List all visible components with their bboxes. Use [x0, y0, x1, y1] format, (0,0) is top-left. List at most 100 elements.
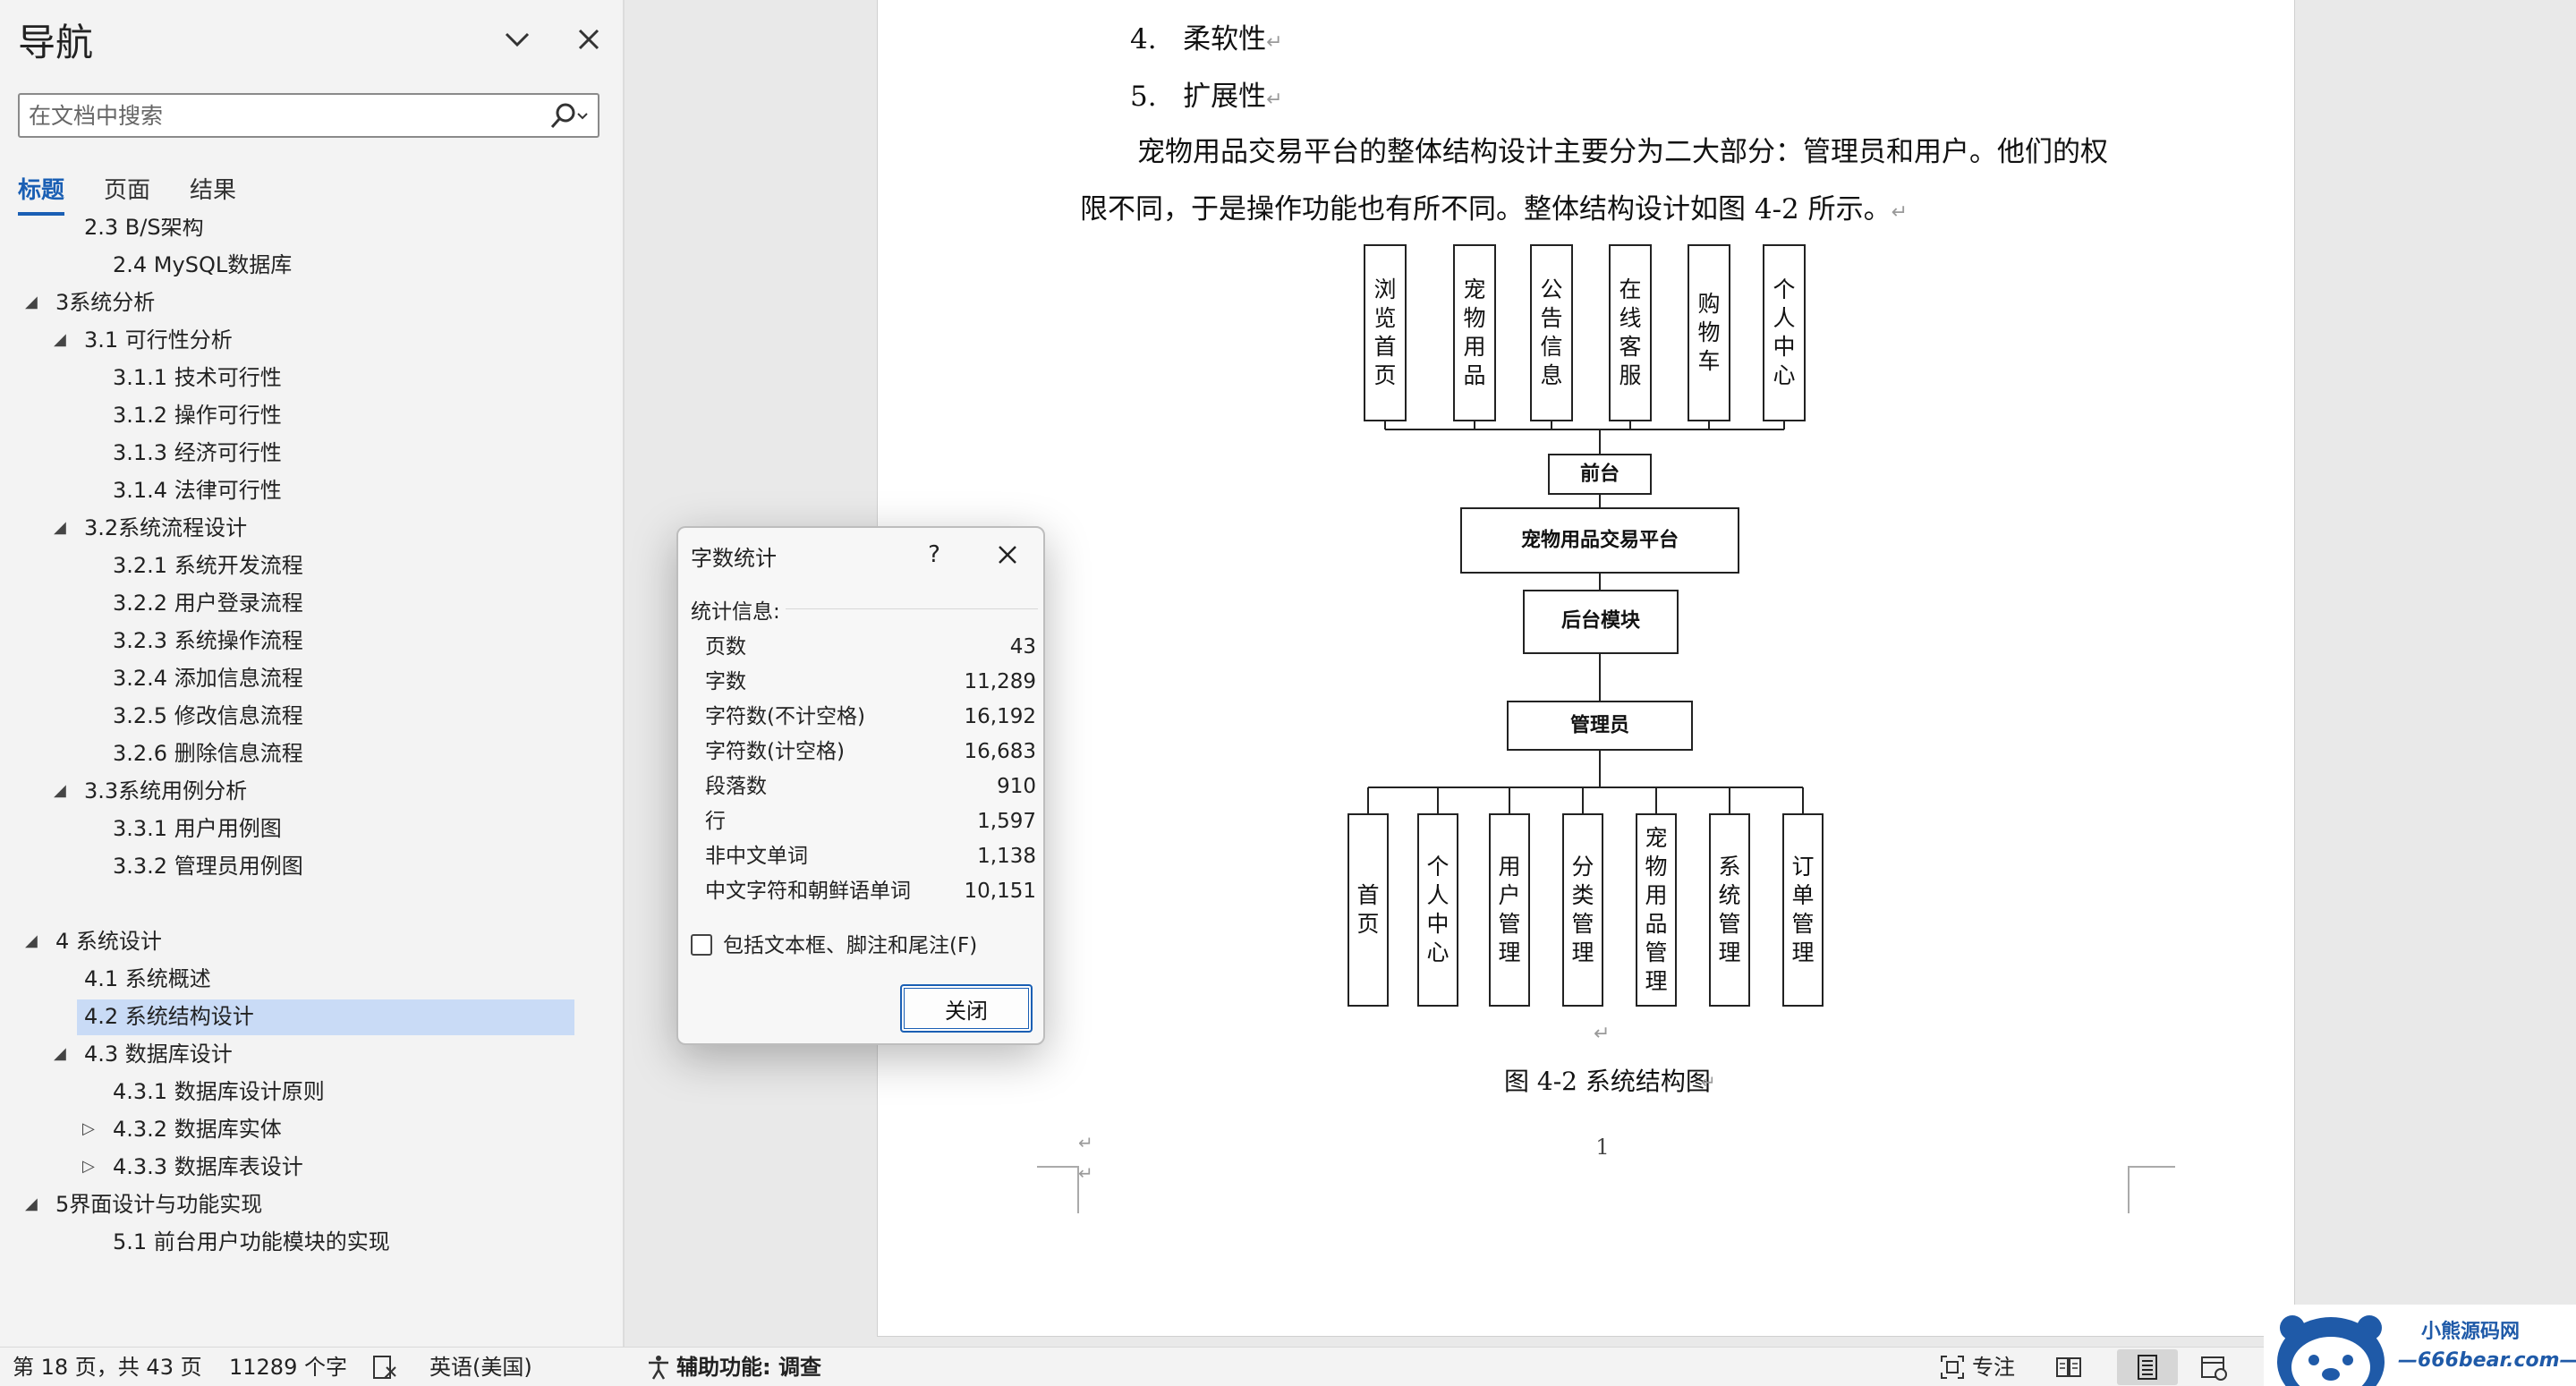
- bottom-module-box: [1782, 813, 1824, 1007]
- document-page[interactable]: 4. 柔软性↵ 5. 扩展性↵ 宠物用品交易平台的整体结构设计主要分为二大部分：…: [877, 0, 2295, 1337]
- bottom-module-box: [1417, 813, 1458, 1007]
- diagram-module-label: 首页: [1356, 882, 1379, 937]
- diagram-module-label: 宠物用品: [1463, 276, 1485, 388]
- stat-label: 字符数(计空格): [705, 740, 845, 763]
- accessibility-status[interactable]: 辅助功能: 调查: [676, 1355, 821, 1380]
- nav-heading-item[interactable]: 3.2.6 删除信息流程: [113, 741, 303, 766]
- chevron-down-icon[interactable]: [497, 20, 537, 59]
- list-text: 柔软性: [1183, 23, 1267, 55]
- expand-triangle-icon[interactable]: ▷: [82, 1157, 95, 1176]
- proofing-icon[interactable]: [370, 1353, 399, 1382]
- nav-heading-item[interactable]: 3.2.2 用户登录流程: [113, 591, 303, 616]
- nav-heading-item[interactable]: 5界面设计与功能实现: [55, 1192, 263, 1217]
- top-module-box: [1530, 244, 1573, 421]
- checkbox-box[interactable]: [691, 934, 712, 956]
- stat-label: 字符数(不计空格): [705, 705, 865, 728]
- nav-heading-item[interactable]: 3.3.2 管理员用例图: [113, 854, 303, 879]
- collapse-triangle-icon[interactable]: ◢: [54, 330, 66, 349]
- collapse-triangle-icon[interactable]: ◢: [54, 781, 66, 800]
- nav-heading-item[interactable]: 3.3系统用例分析: [84, 778, 248, 804]
- diagram-module-label: 用户管理: [1498, 854, 1520, 965]
- close-icon[interactable]: [569, 20, 608, 59]
- search-input[interactable]: [29, 98, 548, 132]
- status-bar: 第 18 页，共 43 页 11289 个字 英语(美国) 辅助功能: 调查 专…: [0, 1347, 2576, 1386]
- nav-heading-item[interactable]: 2.3 B/S架构: [84, 218, 204, 240]
- nav-heading-item[interactable]: 2.4 MySQL数据库: [113, 252, 293, 277]
- nav-heading-item[interactable]: 4 系统设计: [55, 929, 162, 954]
- word-count[interactable]: 11289 个字: [229, 1355, 347, 1380]
- close-icon[interactable]: [988, 535, 1027, 574]
- nav-heading-item[interactable]: 3.2系统流程设计: [84, 515, 248, 540]
- collapse-triangle-icon[interactable]: ◢: [25, 1195, 38, 1213]
- system-structure-diagram: 浏览首页宠物用品公告信息在线客服购物车个人中心前台宠物用品交易平台后台模块管理员…: [1078, 244, 1824, 1184]
- diagram-module-label: 系统管理: [1718, 854, 1740, 965]
- accessibility-icon[interactable]: [644, 1353, 673, 1382]
- tab-results[interactable]: 结果: [190, 177, 237, 204]
- nav-heading-item[interactable]: 3.1.2 操作可行性: [113, 403, 282, 428]
- stat-value: 11,289: [964, 670, 1036, 693]
- nav-heading-item[interactable]: 3.2.3 系统操作流程: [113, 628, 303, 653]
- list-number: 5.: [1130, 81, 1157, 113]
- nav-heading-item[interactable]: 4.1 系统概述: [84, 966, 211, 991]
- focus-mode[interactable]: 专注: [1972, 1355, 2015, 1380]
- collapse-triangle-icon[interactable]: ◢: [54, 518, 66, 537]
- bottom-module-box: [1348, 813, 1389, 1007]
- collapse-triangle-icon[interactable]: ◢: [54, 1044, 66, 1063]
- nav-heading-item[interactable]: 3.1.1 技术可行性: [113, 365, 282, 390]
- list-number: 4.: [1130, 23, 1157, 55]
- read-mode-icon[interactable]: [2054, 1353, 2083, 1382]
- help-button[interactable]: ?: [928, 541, 940, 568]
- statistics-heading: 统计信息:: [691, 600, 780, 624]
- nav-heading-item[interactable]: 4.3 数据库设计: [84, 1042, 233, 1067]
- diagram-module-label: 订单管理: [1791, 854, 1814, 965]
- bear-mascot-icon: [2277, 1315, 2385, 1386]
- body-paragraph-line: 限不同，于是操作功能也有所不同。整体结构设计如图 4-2 所示。↵: [1080, 186, 1908, 226]
- nav-heading-item[interactable]: 3.2.5 修改信息流程: [113, 703, 303, 728]
- nav-heading-item[interactable]: 3.2.4 添加信息流程: [113, 666, 303, 691]
- stat-label: 非中文单词: [705, 845, 808, 868]
- tab-headings[interactable]: 标题: [18, 172, 65, 216]
- web-layout-icon[interactable]: [2199, 1353, 2228, 1382]
- nav-heading-item[interactable]: 3.1.4 法律可行性: [113, 478, 282, 503]
- nav-heading-item[interactable]: 5.1 前台用户功能模块的实现: [113, 1229, 390, 1254]
- bottom-module-box: [1636, 813, 1677, 1007]
- nav-heading-item[interactable]: 4.2 系统结构设计: [84, 1004, 254, 1029]
- logo-url: —666bear.com—: [2398, 1349, 2576, 1372]
- nav-heading-item[interactable]: 3.2.1 系统开发流程: [113, 553, 303, 578]
- collapse-triangle-icon[interactable]: ◢: [25, 931, 38, 950]
- paragraph-mark: ↵: [1594, 1023, 1610, 1045]
- language[interactable]: 英语(美国): [429, 1355, 532, 1380]
- nav-heading-item[interactable]: 4.3.1 数据库设计原则: [113, 1079, 325, 1104]
- nav-heading-item[interactable]: 4.3.3 数据库表设计: [113, 1154, 303, 1179]
- collapse-triangle-icon[interactable]: ◢: [25, 293, 38, 311]
- paragraph-mark: ↵: [1266, 89, 1283, 111]
- close-button[interactable]: 关闭: [900, 984, 1033, 1033]
- stat-value: 16,192: [964, 705, 1036, 728]
- expand-triangle-icon[interactable]: ▷: [82, 1119, 95, 1138]
- nav-heading-item[interactable]: 4.3.2 数据库实体: [113, 1117, 282, 1142]
- nav-heading-item[interactable]: 3.1 可行性分析: [84, 327, 233, 353]
- search-icon[interactable]: [546, 100, 591, 132]
- stat-value: 1,597: [977, 810, 1036, 833]
- nav-heading-item[interactable]: 3系统分析: [55, 290, 156, 315]
- tab-pages[interactable]: 页面: [104, 177, 151, 204]
- nav-heading-item[interactable]: 3.3.1 用户用例图: [113, 816, 282, 841]
- print-layout-icon[interactable]: [2133, 1353, 2162, 1382]
- bottom-module-box: [1562, 813, 1603, 1007]
- nav-search-box: [18, 93, 599, 138]
- diagram-module-label: 购物车: [1697, 291, 1720, 374]
- focus-icon[interactable]: [1938, 1353, 1967, 1382]
- list-text: 扩展性: [1183, 81, 1267, 113]
- include-textboxes-checkbox[interactable]: 包括文本框、脚注和尾注(F): [691, 931, 1031, 961]
- paragraph-mark: ↵: [1891, 201, 1909, 224]
- page-info[interactable]: 第 18 页，共 43 页: [13, 1355, 202, 1380]
- backend-box: [1523, 590, 1679, 654]
- diagram-box-label: 前台: [1580, 463, 1620, 486]
- paragraph-mark: ↵: [1078, 1162, 1093, 1184]
- top-module-box: [1763, 244, 1806, 421]
- nav-heading-item[interactable]: 3.1.3 经济可行性: [113, 440, 282, 465]
